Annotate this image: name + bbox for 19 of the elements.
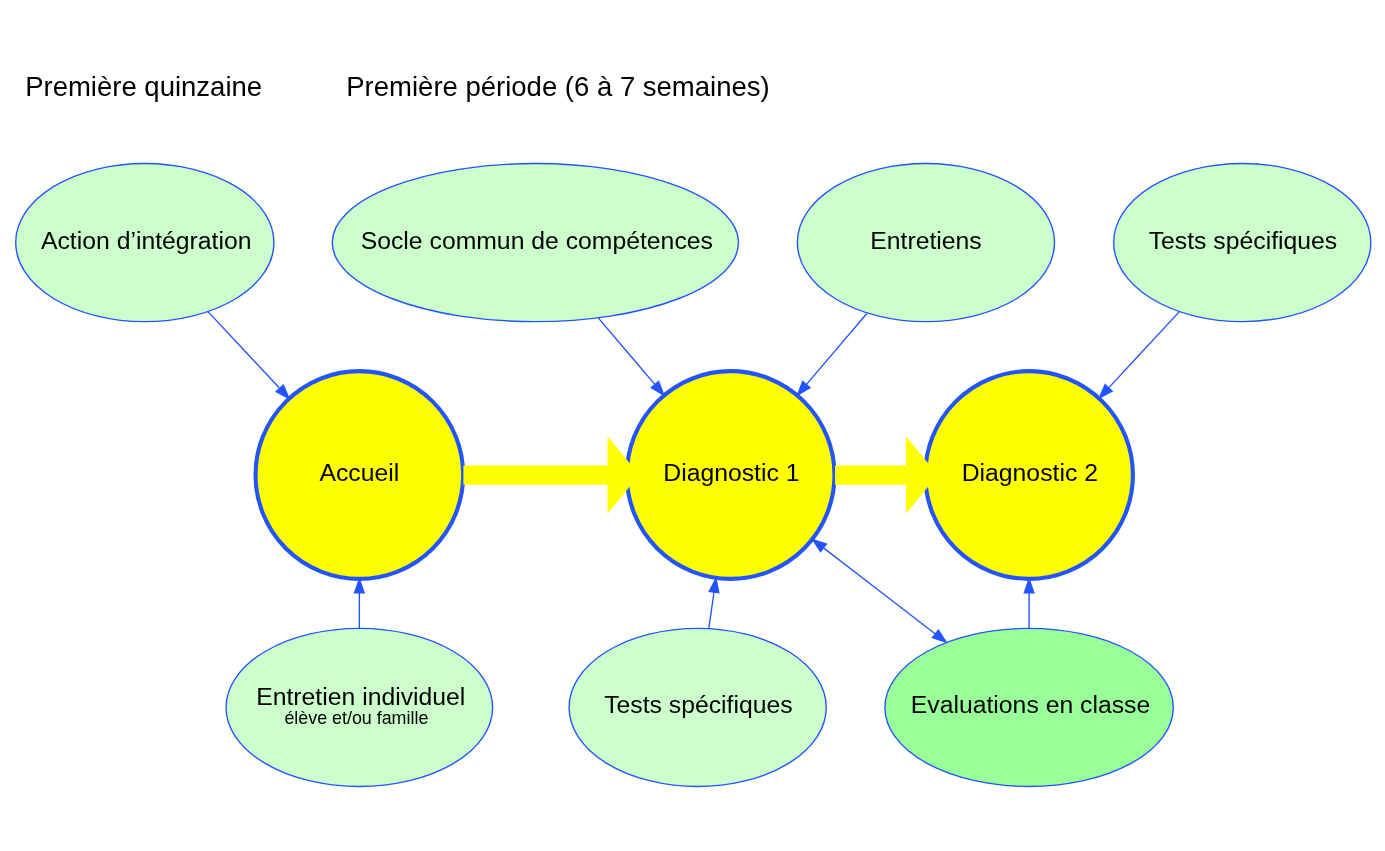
node-circle: Diagnostic 2 — [923, 369, 1135, 581]
node-ellipse: Entretien individuel élève et/ou famille — [225, 627, 494, 788]
arrow — [207, 310, 291, 400]
node-ellipse: Tests spécifiques — [568, 627, 827, 788]
arrow — [708, 576, 720, 630]
node-ellipse: Entretiens — [796, 162, 1056, 323]
node-ellipse: Tests spécifiques — [1113, 162, 1372, 323]
arrow — [353, 577, 366, 629]
label: Première quinzaine — [25, 71, 263, 103]
label: Première période (6 à 7 semaines) — [346, 71, 770, 103]
arrow — [1023, 577, 1035, 629]
arrow — [597, 317, 666, 397]
arrow — [796, 312, 868, 397]
node-ellipse: Socle commun de compétences — [331, 162, 740, 323]
node-circle: Diagnostic 1 — [624, 369, 837, 581]
arrow — [810, 538, 948, 644]
arrow — [1097, 310, 1181, 400]
node-circle: Accueil — [253, 369, 466, 581]
node-ellipse: Action d’intégration — [15, 162, 275, 323]
